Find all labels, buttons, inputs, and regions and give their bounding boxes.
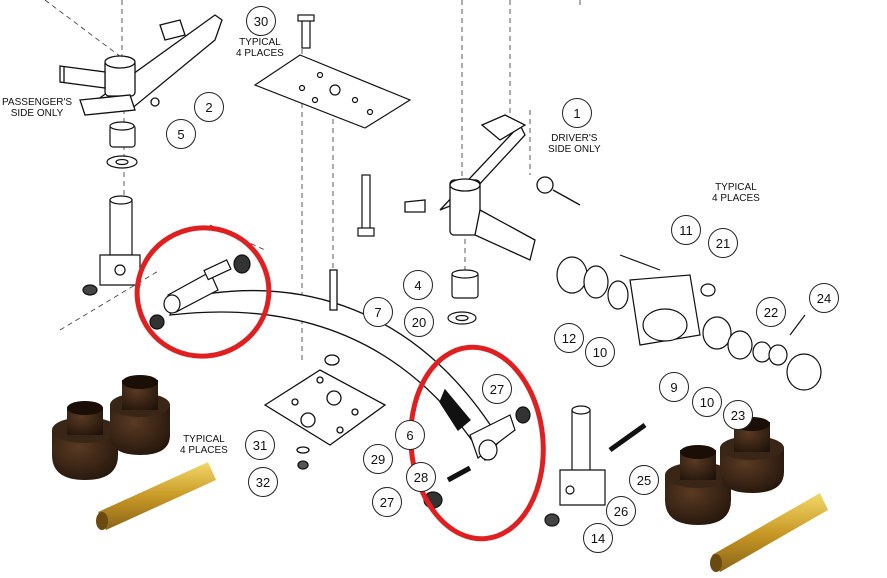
right-bushing	[447, 269, 479, 325]
bushing-photo-right	[665, 417, 828, 572]
callout-32: 32	[248, 467, 278, 497]
callout-21: 21	[708, 228, 738, 258]
note-passenger-side: PASSENGER'S SIDE ONLY	[2, 97, 73, 119]
note-driver-side: DRIVER'S SIDE ONLY	[548, 133, 601, 155]
note-typical-4-top: TYPICAL 4 PLACES	[236, 37, 284, 59]
callout-9: 9	[659, 372, 689, 402]
callout-10-right: 10	[692, 387, 722, 417]
callout-11: 11	[671, 215, 701, 245]
callout-30: 30	[246, 6, 276, 36]
king-pin-bushing	[106, 121, 138, 169]
callout-27-upper: 27	[482, 374, 512, 404]
note-typical-4-bushing: TYPICAL 4 PLACES	[180, 434, 228, 456]
callout-28: 28	[406, 462, 436, 492]
long-bolt	[357, 174, 375, 237]
lower-plate	[263, 269, 387, 470]
driver-spindle	[544, 405, 647, 527]
callout-29: 29	[363, 444, 393, 474]
callout-2: 2	[194, 92, 224, 122]
callout-31: 31	[245, 430, 275, 460]
callout-5: 5	[166, 119, 196, 149]
callout-27-lower: 27	[372, 487, 402, 517]
upper-plate	[253, 14, 412, 129]
callout-24: 24	[809, 283, 839, 313]
callout-12: 12	[554, 323, 584, 353]
callout-14: 14	[583, 523, 613, 553]
callout-1: 1	[562, 98, 592, 128]
callout-20: 20	[404, 307, 434, 337]
note-typical-4-right: TYPICAL 4 PLACES	[712, 182, 760, 204]
driver-knuckle	[404, 114, 581, 261]
callout-7: 7	[363, 297, 393, 327]
callout-10-left: 10	[585, 337, 615, 367]
passenger-spindle	[82, 195, 141, 296]
callout-23: 23	[723, 400, 753, 430]
passenger-knuckle	[59, 14, 223, 116]
callout-22: 22	[756, 297, 786, 327]
hub-assembly	[556, 254, 822, 391]
callout-26: 26	[606, 496, 636, 526]
bushing-photo-left	[52, 375, 216, 530]
callout-4: 4	[403, 270, 433, 300]
callout-6: 6	[395, 420, 425, 450]
callout-25: 25	[629, 465, 659, 495]
